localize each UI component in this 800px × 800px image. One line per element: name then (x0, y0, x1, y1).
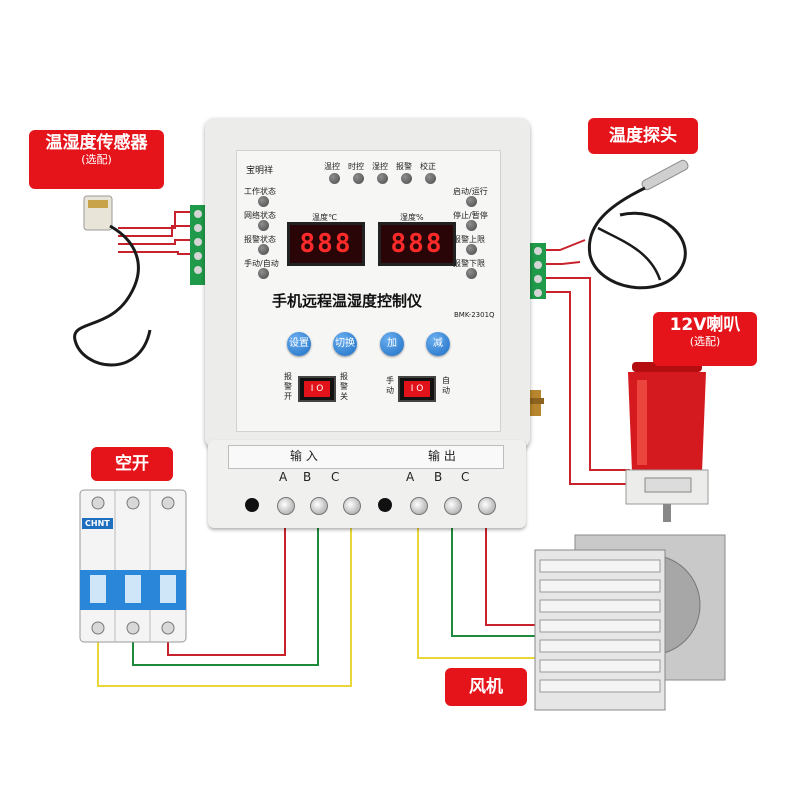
decrease-button[interactable]: 减 (426, 332, 450, 356)
indicator-label-network-status: 网络状态 (244, 211, 276, 220)
indicator-label-manual-auto: 手动/自动 (244, 259, 279, 268)
sensor-wires (118, 211, 195, 255)
exhaust-fan-graphic (534, 534, 726, 711)
indicator-label-humidity-control: 湿控 (372, 162, 388, 171)
led-work-status (258, 196, 269, 207)
led-network-status (258, 220, 269, 231)
mounting-hole-left (245, 498, 259, 512)
fan-callout-title: 风机 (469, 677, 503, 697)
led-alarm-upper (466, 244, 477, 255)
led-time-control (353, 173, 364, 184)
led-calibrate (425, 173, 436, 184)
input-screw-b (310, 497, 328, 515)
input-terminal-b: B (303, 470, 312, 484)
alarm-horn-graphic (625, 362, 709, 522)
switch1-left-label: 报警开 (284, 372, 292, 401)
indicator-label-calibrate: 校正 (420, 162, 436, 171)
led-humidity-control (377, 173, 388, 184)
indicator-label-alarm-upper: 报警上限 (453, 235, 485, 244)
indicator-label-work-status: 工作状态 (244, 187, 276, 196)
indicator-label-temp-control: 温控 (324, 162, 340, 171)
horn-callout-subtitle: (选配) (689, 334, 721, 348)
right-terminal-block (530, 243, 546, 299)
io-label-strip (228, 445, 504, 469)
output-terminal-c: C (461, 470, 470, 484)
output-label: 输 出 (428, 449, 456, 463)
sensor-callout-title: 温湿度传感器 (45, 133, 148, 153)
mode-rocker-switch[interactable]: I O (398, 376, 436, 402)
breaker-callout: 空开 (91, 447, 173, 481)
switch-button[interactable]: 切换 (333, 332, 357, 356)
sensor-callout: 温湿度传感器 (选配) (29, 130, 164, 189)
display-temp-label: 温度℃ (312, 213, 337, 222)
mode-rocker: I O (404, 381, 430, 397)
led-alarm (401, 173, 412, 184)
input-terminal-c: C (331, 470, 340, 484)
breaker-callout-title: 空开 (115, 454, 149, 474)
output-screw-c (478, 497, 496, 515)
led-stop-pause (466, 220, 477, 231)
indicator-label-alarm-lower: 报警下限 (453, 259, 485, 268)
horn-callout-title: 12V喇叭 (669, 315, 741, 335)
output-wires (417, 510, 545, 659)
input-terminal-a: A (279, 470, 288, 484)
device-model: BMK-2301Q (454, 311, 495, 319)
set-button[interactable]: 设置 (287, 332, 311, 356)
indicator-label-time-control: 时控 (348, 162, 364, 171)
display-humidity: 888 (378, 222, 456, 266)
led-alarm-lower (466, 268, 477, 279)
breaker-brand-label: CHNT (82, 518, 113, 529)
output-screw-a (410, 497, 428, 515)
input-screw-a (277, 497, 295, 515)
input-label: 输 入 (290, 449, 318, 463)
indicator-label-alarm: 报警 (396, 162, 412, 171)
input-screw-c (343, 497, 361, 515)
increase-button[interactable]: 加 (380, 332, 404, 356)
indicator-label-stop-pause: 停止/暂停 (453, 211, 488, 220)
sensor-callout-subtitle: (选配) (81, 152, 112, 166)
led-manual-auto (258, 268, 269, 279)
alarm-rocker: I O (304, 381, 330, 397)
humidity-sensor-graphic (73, 195, 152, 367)
device-brand: 宝明祥 (246, 166, 274, 176)
output-terminal-b: B (434, 470, 443, 484)
output-terminal-a: A (406, 470, 415, 484)
switch2-left-label: 手动 (386, 376, 394, 395)
temperature-probe-graphic (587, 159, 689, 290)
probe-callout: 温度探头 (588, 118, 698, 154)
display-temperature: 888 (287, 222, 365, 266)
left-terminal-block (190, 205, 206, 285)
indicator-label-start-run: 启动/运行 (453, 187, 488, 196)
switch2-right-label: 自动 (442, 376, 450, 395)
indicator-label-alarm-status: 报警状态 (244, 235, 276, 244)
horn-wires (545, 277, 630, 485)
device-title: 手机远程温湿度控制仪 (272, 292, 423, 310)
switch1-right-label: 报警关 (340, 372, 348, 401)
probe-wires (545, 239, 586, 265)
display-humidity-label: 湿度% (400, 213, 424, 222)
controller-front-panel (236, 150, 501, 432)
probe-callout-title: 温度探头 (609, 126, 677, 146)
led-start-run (466, 196, 477, 207)
alarm-rocker-switch[interactable]: I O (298, 376, 336, 402)
output-screw-b (444, 497, 462, 515)
antenna-connector (526, 390, 544, 416)
led-alarm-status (258, 244, 269, 255)
horn-callout: 12V喇叭 (选配) (653, 312, 757, 366)
mounting-hole-center (378, 498, 392, 512)
input-wires (97, 510, 352, 687)
led-temp-control (329, 173, 340, 184)
circuit-breaker-graphic (79, 489, 187, 643)
fan-callout: 风机 (445, 668, 527, 706)
